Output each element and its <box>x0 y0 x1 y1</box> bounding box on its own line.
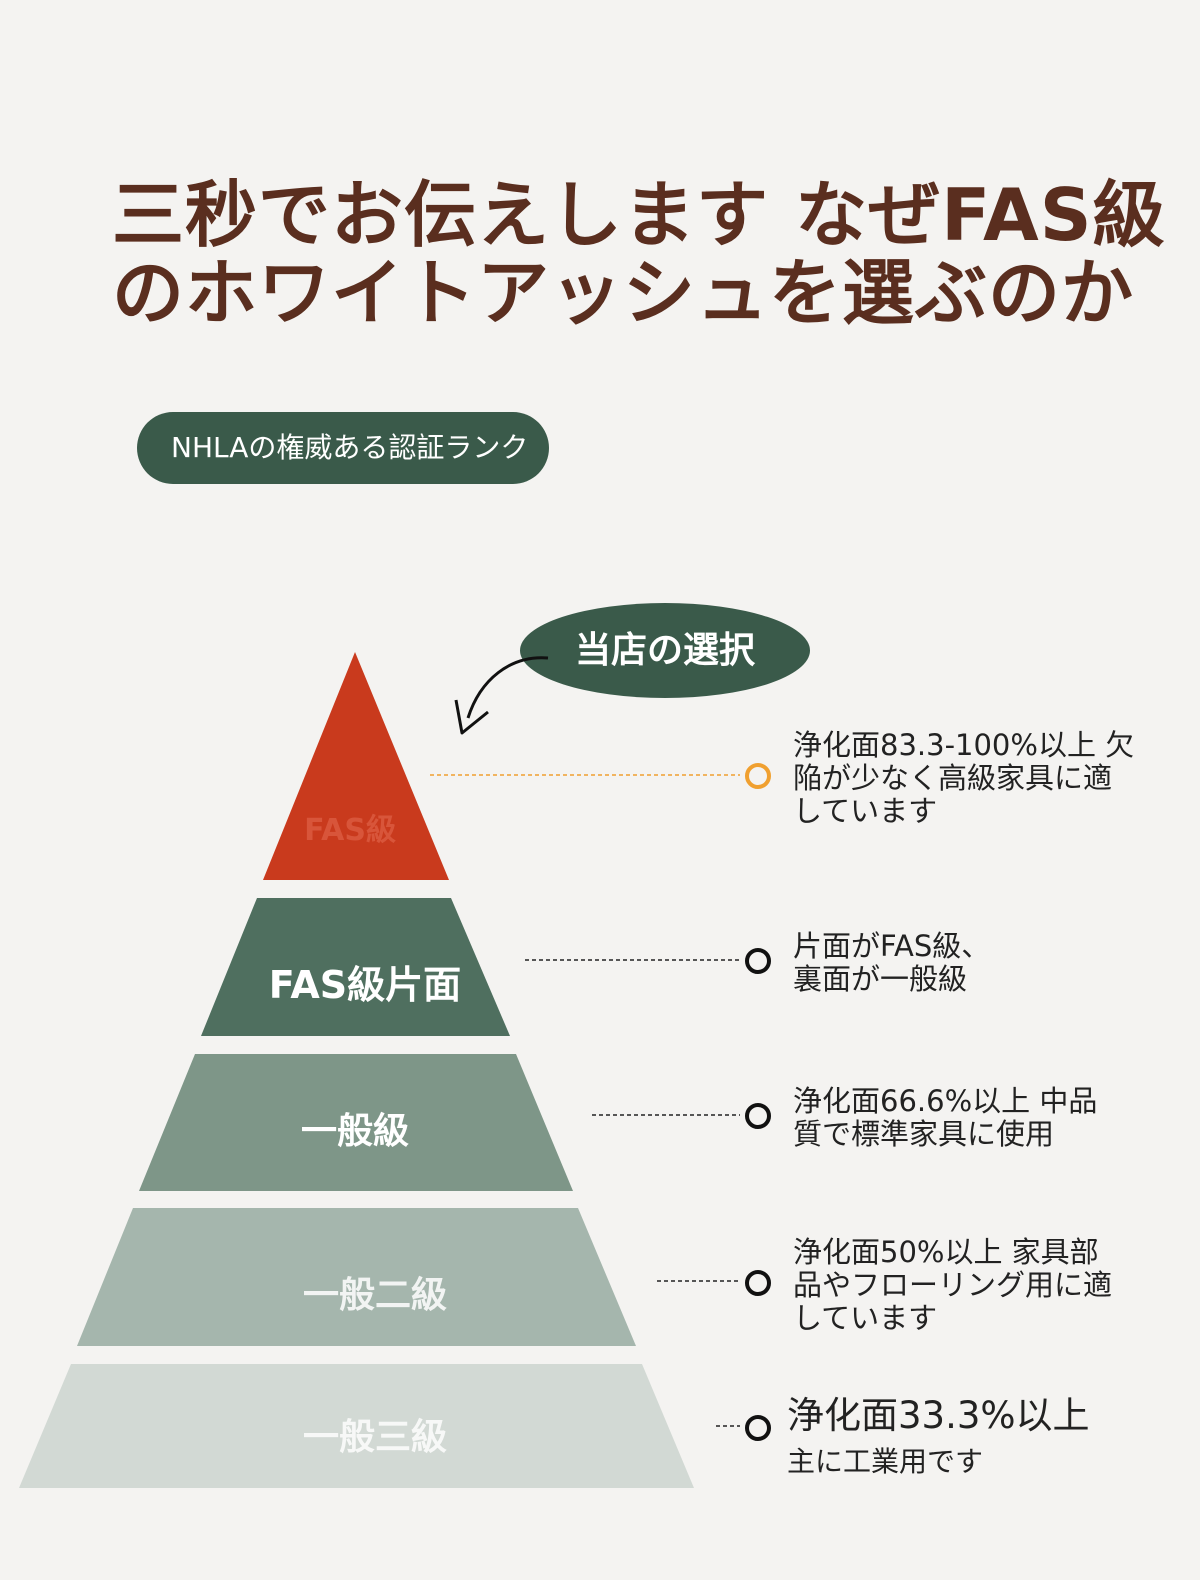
arrow-head-icon <box>454 699 489 735</box>
desc-common1: 浄化面66.6%以上 中品 質で標準家具に使用 <box>793 1085 1153 1151</box>
marker-common2-icon <box>745 1270 771 1296</box>
desc-common3: 浄化面33.3%以上 主に工業用です <box>787 1396 1167 1480</box>
desc-fas-one-face-line-2: 裏面が一般級 <box>793 962 968 996</box>
layer-common1 <box>139 1054 573 1191</box>
desc-fas: 浄化面83.3-100%以上 欠 陥が少なく高級家具に適 しています <box>793 729 1163 828</box>
layer-label-common2: 一般二級 <box>302 1275 447 1316</box>
choice-arrow-icon <box>466 656 549 719</box>
desc-common2-line-2: 品やフローリング用に適 <box>793 1268 1113 1302</box>
title-line-2: のホワイトアッシュを選ぶのか <box>112 251 1135 335</box>
desc-common2-line-3: しています <box>793 1301 938 1335</box>
layer-label-common1: 一般級 <box>300 1111 409 1152</box>
layer-label-fas: FAS級 <box>304 813 396 848</box>
desc-common2: 浄化面50%以上 家具部 品やフローリング用に適 しています <box>793 1236 1163 1335</box>
desc-fas-line-3: しています <box>793 794 938 828</box>
desc-common3-line-1: 浄化面33.3%以上 <box>787 1394 1090 1437</box>
marker-fas-icon <box>745 763 771 789</box>
desc-common3-line-2: 主に工業用です <box>787 1445 984 1478</box>
desc-fas-one-face: 片面がFAS級、 裏面が一般級 <box>793 930 1093 996</box>
page-title: 三秒でお伝えします なぜFAS級 のホワイトアッシュを選ぶのか <box>112 173 1166 335</box>
desc-common1-line-1: 浄化面66.6%以上 中品 <box>793 1084 1098 1118</box>
marker-fas-one-face-icon <box>745 948 771 974</box>
layer-fas <box>263 652 449 880</box>
desc-fas-line-1: 浄化面83.3-100%以上 欠 <box>793 728 1135 762</box>
layer-fas-one-face <box>201 898 510 1036</box>
layer-label-fas-one-face: FAS級片面 <box>268 963 462 1007</box>
our-choice-bubble: 当店の選択 <box>520 603 810 698</box>
desc-common2-line-1: 浄化面50%以上 家具部 <box>793 1235 1099 1269</box>
nhla-rank-badge: NHLAの権威ある認証ランク <box>137 412 549 484</box>
marker-common1-icon <box>745 1103 771 1129</box>
desc-fas-line-2: 陥が少なく高級家具に適 <box>793 761 1113 795</box>
title-line-1: 三秒でお伝えします なぜFAS級 <box>112 173 1166 257</box>
layer-label-common3: 一般三級 <box>302 1417 447 1458</box>
desc-common1-line-2: 質で標準家具に使用 <box>793 1117 1055 1151</box>
layer-common3 <box>19 1364 694 1488</box>
marker-common3-icon <box>745 1415 771 1441</box>
layer-common2 <box>77 1208 636 1346</box>
desc-fas-one-face-line-1: 片面がFAS級、 <box>793 929 991 963</box>
